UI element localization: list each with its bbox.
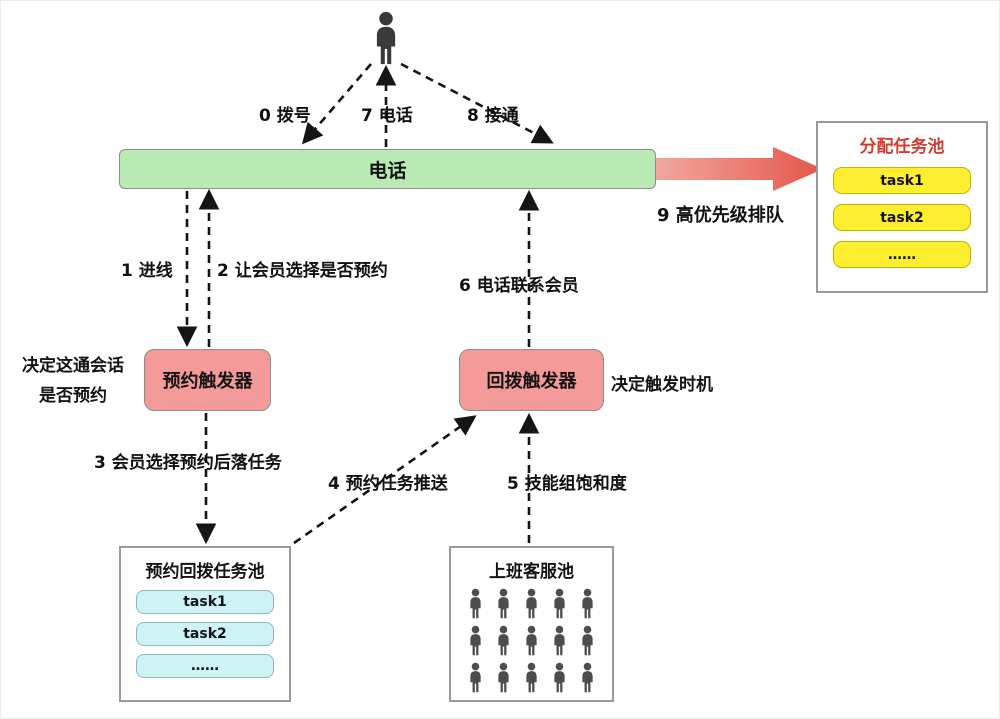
task-item: task1 xyxy=(833,167,971,194)
step-2-label: 2 让会员选择是否预约 xyxy=(217,261,388,281)
staff-person-icon xyxy=(466,588,485,619)
phone-bar-label: 电话 xyxy=(368,159,407,182)
callback-trigger-note: 决定触发时机 xyxy=(611,375,713,395)
staff-person-icon xyxy=(578,588,597,619)
reservation-trigger-note-line1: 决定这通会话 xyxy=(22,356,124,376)
task-item: task2 xyxy=(136,622,274,646)
staff-person-icon xyxy=(466,662,485,693)
staff-person-icon xyxy=(522,588,541,619)
reservation-task-pool-title: 预约回拨任务池 xyxy=(145,562,265,582)
staff-person-icon xyxy=(494,662,513,693)
staff-person-icon xyxy=(522,625,541,656)
reservation-task-pool: 预约回拨任务池 task1 task2 …… xyxy=(119,546,291,702)
step-4-label: 4 预约任务推送 xyxy=(328,474,448,494)
staff-pool: 上班客服池 xyxy=(449,546,614,702)
task-item: task1 xyxy=(136,590,274,614)
callback-trigger-label: 回拨触发器 xyxy=(486,371,577,392)
assigned-task-pool: 分配任务池 task1 task2 …… xyxy=(816,121,988,293)
step-0-label: 0 拨号 xyxy=(259,106,311,126)
task-item: …… xyxy=(136,654,274,678)
high-priority-arrow xyxy=(655,147,823,191)
staff-person-icon xyxy=(550,662,569,693)
staff-person-icon xyxy=(494,625,513,656)
member-person-icon xyxy=(368,11,404,65)
step-5-label: 5 技能组饱和度 xyxy=(507,474,627,494)
staff-person-icon xyxy=(522,662,541,693)
staff-person-icon xyxy=(550,625,569,656)
staff-person-icon xyxy=(494,588,513,619)
task-item: …… xyxy=(833,241,971,268)
step-1-label: 1 进线 xyxy=(121,261,173,281)
callback-trigger-box: 回拨触发器 xyxy=(459,349,604,411)
task-item: task2 xyxy=(833,204,971,231)
step-3-label: 3 会员选择预约后落任务 xyxy=(94,453,282,473)
assigned-task-pool-title: 分配任务池 xyxy=(859,137,945,157)
reservation-trigger-label: 预约触发器 xyxy=(162,371,253,392)
staff-pool-title: 上班客服池 xyxy=(489,562,574,582)
staff-person-icon xyxy=(578,662,597,693)
step-6-label: 6 电话联系会员 xyxy=(459,276,579,296)
reservation-trigger-note: 决定这通会话 是否预约 xyxy=(5,351,141,411)
staff-person-icon xyxy=(550,588,569,619)
staff-person-icon xyxy=(578,625,597,656)
step-8-label: 8 接通 xyxy=(467,106,519,126)
staff-people-grid xyxy=(451,582,612,697)
reservation-trigger-box: 预约触发器 xyxy=(144,349,271,411)
reservation-trigger-note-line2: 是否预约 xyxy=(39,386,107,406)
step-7-label: 7 电话 xyxy=(361,106,413,126)
staff-person-icon xyxy=(466,625,485,656)
step-9-label: 9 高优先级排队 xyxy=(657,205,784,226)
phone-bar: 电话 xyxy=(119,149,656,189)
